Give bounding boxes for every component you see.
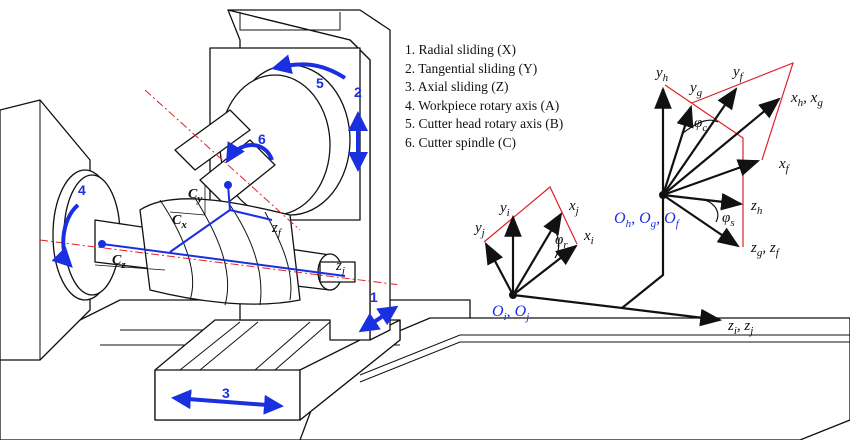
legend-item: 3. Axial sliding (Z): [405, 79, 509, 95]
label-origin-i-j: Oi​, Oj​: [492, 303, 529, 323]
legend-item: 2. Tangential sliding (Y): [405, 60, 538, 76]
label-zh: zh​: [750, 198, 763, 217]
label-xh-xg: xh​, xg​: [790, 90, 823, 109]
label-zf: zf​: [271, 220, 283, 239]
legend-item: 5. Cutter head rotary axis (B): [405, 116, 564, 132]
label-yf: yf​: [731, 64, 745, 83]
label-zi-zj: zi​, zj​: [727, 318, 753, 337]
cutter-head: [174, 64, 351, 216]
motion-number-4: 4: [78, 182, 86, 198]
label-zj: zj​: [335, 258, 345, 277]
workpiece: [94, 197, 356, 306]
motion-number-2: 2: [354, 84, 362, 100]
motion-number-3: 3: [222, 385, 230, 401]
label-yj: yj​: [473, 220, 485, 239]
label-xf: xf​: [778, 156, 791, 175]
label-cz: Cz​: [112, 253, 126, 271]
legend-item: 4. Workpiece rotary axis (A): [405, 97, 560, 113]
label-yi: yi​: [498, 200, 510, 219]
label-phi-s: φs​: [722, 210, 735, 229]
label-yg: yg​: [688, 80, 703, 99]
coordinate-systems: [483, 61, 794, 327]
label-phi-r: φr​: [555, 232, 568, 251]
machine-bed: [0, 299, 850, 440]
label-phi-c: φc​: [694, 115, 707, 134]
label-xi: xi​: [583, 228, 594, 247]
motion-number-6: 6: [258, 131, 266, 147]
label-origin-h-g-f: Oh​, Og​, Of​: [614, 210, 681, 230]
machine-labels: Cy​ Cx​ Cz​ zf​ zj​: [112, 187, 345, 277]
label-zg-zf: zg​, zf​: [750, 240, 781, 259]
legend-item: 1. Radial sliding (X): [405, 42, 516, 57]
motion-numbers: 1 2 3 4 5 6: [78, 75, 378, 401]
label-xj: xj​: [568, 198, 579, 217]
motion-number-5: 5: [316, 75, 324, 91]
motion-arrows: [51, 54, 399, 415]
dimension-lines: [94, 185, 206, 271]
coordinate-labels: yi​ yj​ xj​ xi​ φr​ Oi​, Oj​ zi​, zj​ yh…: [473, 64, 823, 337]
label-yh: yh​: [654, 65, 669, 84]
motion-number-1: 1: [370, 289, 378, 305]
kinematic-offsets: [98, 181, 346, 277]
cutter-axis-line: [144, 89, 301, 231]
motion-axes-legend: 1. Radial sliding (X) 2. Tangential slid…: [405, 41, 563, 153]
workpiece-axis-line: [39, 239, 401, 286]
label-cx: Cx​: [172, 213, 187, 231]
label-cy: Cy​: [188, 187, 202, 205]
legend-item: 6. Cutter spindle (C): [405, 134, 516, 150]
